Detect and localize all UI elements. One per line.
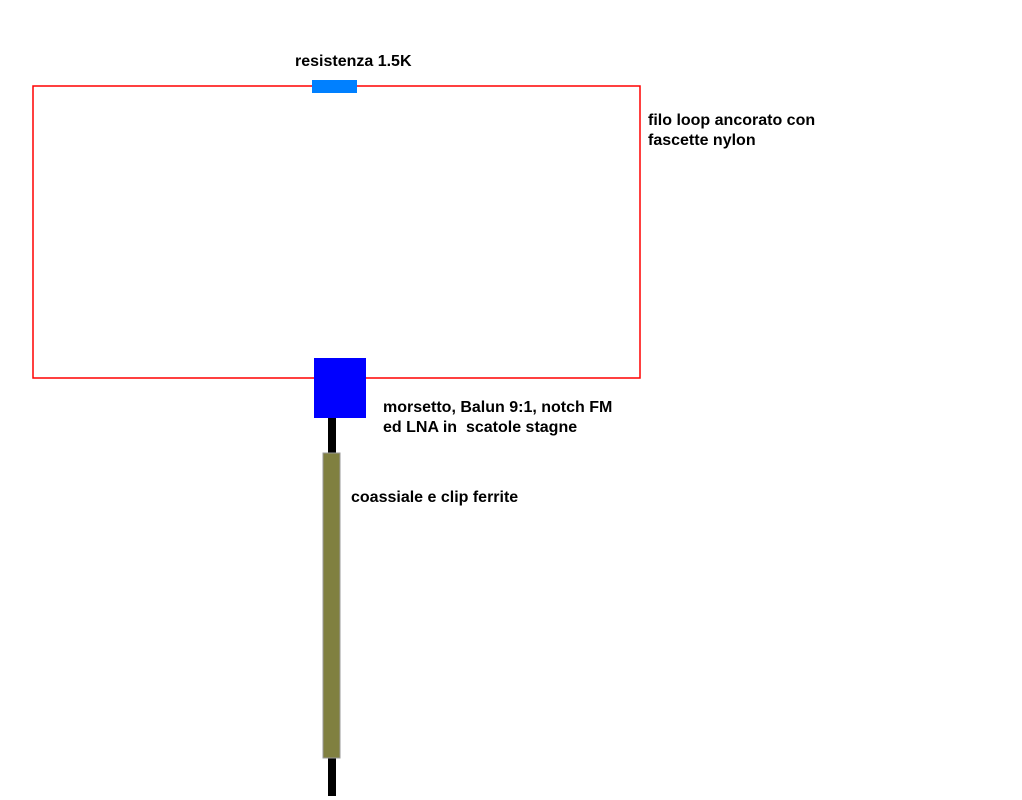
feed-box: [314, 358, 366, 418]
coax-label-text: coassiale e clip ferrite: [351, 489, 519, 506]
feed-box-label-line1: morsetto, Balun 9:1, notch FM: [383, 399, 613, 416]
coax-label: coassiale e clip ferrite: [351, 488, 518, 508]
ferrite-sleeve: [322, 452, 341, 759]
resistor: [312, 80, 357, 93]
feed-box-label-line2: ed LNA in scatole stagne: [383, 419, 578, 436]
loop-wire-label-line1: filo loop ancorato con: [648, 112, 816, 129]
resistor-label-text: resistenza 1.5K: [295, 53, 412, 70]
loop-wire-label-line2: fascette nylon: [648, 132, 756, 149]
loop-wire-label: filo loop ancorato con fascette nylon: [648, 111, 815, 151]
resistor-label: resistenza 1.5K: [295, 52, 412, 72]
loop-wire: [32, 85, 641, 379]
feed-box-label: morsetto, Balun 9:1, notch FM ed LNA in …: [383, 398, 612, 438]
